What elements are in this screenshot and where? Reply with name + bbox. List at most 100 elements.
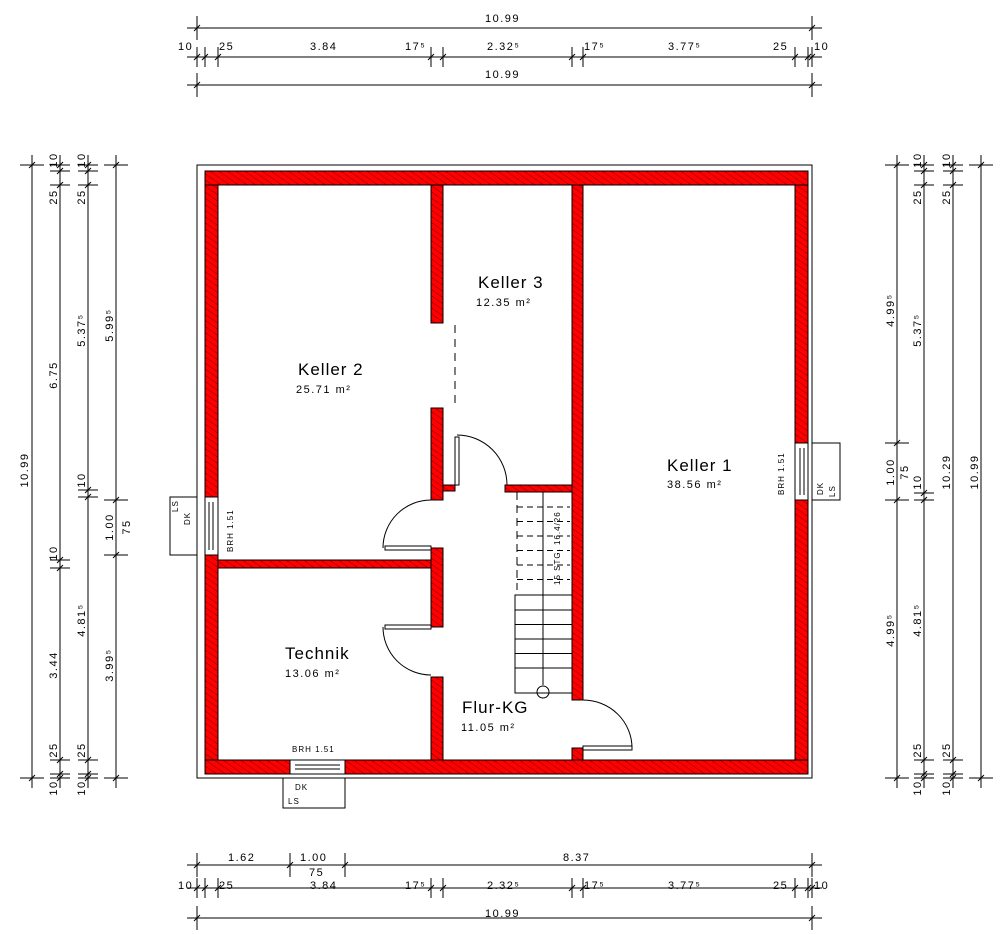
dim-tick xyxy=(949,181,957,189)
dim-text: 25 xyxy=(912,742,924,757)
wall-right-upper xyxy=(794,184,809,444)
dim-tick xyxy=(427,884,435,892)
dim-tick xyxy=(579,53,587,61)
dim-tick xyxy=(893,774,901,782)
dim-text: 1.00 xyxy=(104,513,116,540)
wall-bottom-right xyxy=(344,759,809,775)
dim-text: 2.32⁵ xyxy=(487,880,520,892)
wall-interior xyxy=(217,559,432,569)
dim-text: 25 xyxy=(48,742,60,757)
dim-text: 25 xyxy=(773,880,788,892)
dim-tick xyxy=(808,861,816,869)
door-keller-2[interactable] xyxy=(382,499,432,551)
dim-text: 4.81⁵ xyxy=(912,603,924,636)
dim-text: 4.99⁵ xyxy=(885,293,897,326)
room-keller-3: Keller 3 12.35 m² xyxy=(476,273,543,309)
dim-text: 3.84 xyxy=(310,880,337,892)
dim-text: 4.99⁵ xyxy=(885,613,897,646)
door-keller-3[interactable] xyxy=(454,434,508,486)
window-sill-height: BRH 1.51 xyxy=(292,745,335,754)
dim-text: 10 xyxy=(941,780,953,795)
window-bottom[interactable]: DK LS BRH 1.51 xyxy=(282,745,346,809)
dimension-lines xyxy=(20,16,993,930)
dim-text: 75 xyxy=(899,464,911,479)
wall-interior xyxy=(430,547,444,628)
dim-tick xyxy=(112,774,120,782)
dim-text: 5.37⁵ xyxy=(76,313,88,346)
dim-text: 3.99⁵ xyxy=(104,648,116,681)
dim-text: 2.32⁵ xyxy=(487,41,520,53)
dim-text: 25 xyxy=(219,41,234,53)
dim-tick xyxy=(84,167,92,175)
dim-text: 25 xyxy=(773,41,788,53)
window-sill-height: BRH 1.51 xyxy=(226,509,235,552)
wall-interior xyxy=(430,184,444,324)
dim-text: 10.29 xyxy=(941,454,953,489)
door-keller-1[interactable] xyxy=(582,699,633,751)
room-name: Keller 2 xyxy=(298,360,364,379)
dim-tick xyxy=(193,53,201,61)
dim-tick xyxy=(28,161,36,169)
dim-tick xyxy=(193,81,201,89)
dim-tick xyxy=(808,24,816,32)
dimension-chain xyxy=(187,47,822,67)
dim-text: 10 xyxy=(178,880,193,892)
door-technik[interactable] xyxy=(382,624,432,676)
dim-text: 3.44 xyxy=(48,651,60,678)
dim-tick xyxy=(56,564,64,572)
dim-tick xyxy=(193,24,201,32)
window-right[interactable]: DK LS BRH 1.51 xyxy=(777,442,841,501)
dim-tick xyxy=(949,774,957,782)
dim-text: 10 xyxy=(48,152,60,167)
dim-tick xyxy=(977,774,985,782)
dim-tick xyxy=(56,167,64,175)
dim-text: 25 xyxy=(76,189,88,204)
dim-tick xyxy=(920,774,928,782)
dim-tick xyxy=(949,770,957,778)
wall-left-upper xyxy=(204,184,219,498)
wall-stub xyxy=(442,484,456,492)
window-type-dk: DK xyxy=(295,783,308,792)
dim-tick xyxy=(893,496,901,504)
window-type-ls: LS xyxy=(288,797,300,806)
wall-right-lower xyxy=(794,499,809,761)
dim-tick xyxy=(84,770,92,778)
dim-tick xyxy=(56,181,64,189)
dim-text: 17⁵ xyxy=(584,41,605,53)
dimension-chain xyxy=(187,853,822,877)
dim-text: 10 xyxy=(76,780,88,795)
dim-tick xyxy=(808,53,816,61)
dimension-vertical-texts: 10.9910256.75103.44251010255.37⁵104.81⁵2… xyxy=(19,152,981,795)
dim-tick xyxy=(84,774,92,782)
dim-tick xyxy=(56,770,64,778)
dim-tick xyxy=(920,756,928,764)
dim-tick xyxy=(804,884,812,892)
dim-text: 10 xyxy=(941,152,953,167)
window-left[interactable]: LS DK BRH 1.51 xyxy=(169,496,235,556)
stair-label: 15 STG. 16.4/26 xyxy=(553,511,562,585)
room-area: 11.05 m² xyxy=(461,722,516,734)
dimension-chain xyxy=(885,155,909,788)
dim-tick xyxy=(28,774,36,782)
dim-text: 4.81⁵ xyxy=(76,603,88,636)
wall-interior xyxy=(504,484,573,493)
dim-text: 1.00 xyxy=(885,458,897,485)
dim-text: 10 xyxy=(178,41,193,53)
dim-tick xyxy=(893,161,901,169)
dimension-chain xyxy=(104,155,128,788)
dim-tick xyxy=(112,551,120,559)
doors[interactable] xyxy=(382,434,633,751)
dim-text: 25 xyxy=(48,189,60,204)
dim-text: 10 xyxy=(48,780,60,795)
dim-text: 10 xyxy=(76,472,88,487)
dim-tick xyxy=(791,53,799,61)
dim-tick xyxy=(112,496,120,504)
dim-text: 3.84 xyxy=(310,41,337,53)
dim-tick xyxy=(808,81,816,89)
room-name: Keller 1 xyxy=(667,456,733,475)
dim-text: 75 xyxy=(309,867,324,879)
room-name: Flur-KG xyxy=(462,698,529,717)
dimension-chain xyxy=(187,878,822,898)
room-keller-2: Keller 2 25.71 m² xyxy=(296,360,364,396)
dim-tick xyxy=(84,756,92,764)
